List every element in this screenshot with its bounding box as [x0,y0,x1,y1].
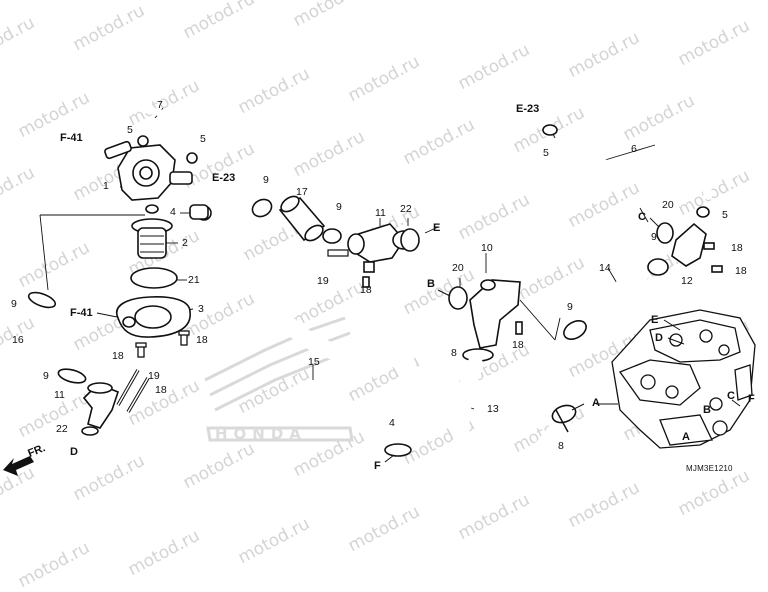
label-part-12: 12 [681,275,693,287]
ref-b-middle: B [427,278,435,290]
label-part-18-a: 18 [112,350,124,362]
label-part-19-b: 19 [317,275,329,287]
ref-f-lower: F [374,460,381,472]
hose-16 [27,291,87,384]
label-part-22-b: 22 [400,203,412,215]
label-part-8-b: 8 [558,440,564,452]
label-part-4-lower: 4 [389,417,395,429]
bolts-left [135,330,190,358]
label-part-10: 10 [481,242,493,254]
label-part-11-b: 11 [375,207,386,219]
label-part-5-c: 5 [543,147,549,159]
label-part-18-b: 18 [196,334,208,346]
ref-d-left: D [70,446,78,458]
label-part-2: 2 [182,237,188,249]
ref-e-middle: E [433,222,441,234]
water-pipe-12 [656,206,723,273]
hose-6 [542,124,713,200]
hose-7 [93,99,187,162]
label-part-19-a: 19 [148,370,160,382]
o-ring-21 [130,267,178,289]
label-part-18-f: 18 [731,242,743,254]
reference-arrows [384,289,741,463]
hose-13 [452,356,577,479]
label-part-22-a: 22 [56,423,68,435]
label-part-4: 4 [170,206,176,218]
ref-a-middle: A [592,397,600,409]
o-ring-22-middle [400,228,420,252]
ref-f41-top: F-41 [60,132,83,144]
hose-15 [203,219,428,457]
ref-e23-right: E-23 [516,103,540,115]
label-part-18-d: 18 [360,284,372,296]
label-part-17: 17 [296,186,308,198]
ref-d-engine: D [655,332,663,344]
front-direction-arrow-icon [3,456,34,476]
label-part-14: 14 [599,262,611,274]
diagram-code: MJM3E1210 [686,464,733,473]
label-part-9-d: 9 [336,201,342,213]
label-part-8-a: 8 [451,347,457,359]
label-part-13: 13 [487,403,499,415]
label-part-18-e: 18 [512,339,524,351]
label-part-3: 3 [198,303,204,315]
label-part-5-d: 5 [722,209,728,221]
label-part-7: 7 [157,99,163,111]
ref-e-engine: E [651,314,659,326]
ref-c-right: C [638,211,646,223]
label-part-9-a: 9 [11,298,17,310]
label-part-18-c: 18 [155,384,167,396]
label-part-18-g: 18 [735,265,747,277]
thermostat-cover [115,296,191,338]
ref-c-engine: C [727,390,735,402]
label-part-5-a: 5 [127,124,133,136]
water-pipe-left [81,369,150,436]
ref-f41-lower: F-41 [70,307,93,319]
ref-e23-left: E-23 [212,172,236,184]
label-part-11-a: 11 [54,389,65,401]
label-part-21: 21 [188,274,200,286]
thermostat-housing [104,135,212,221]
label-part-20-b: 20 [662,199,674,211]
label-part-9-b: 9 [43,370,49,382]
label-part-9-e: 9 [567,301,573,313]
label-part-16: 16 [12,334,24,346]
hose-17 [251,195,342,244]
thermostat [131,204,173,259]
ref-f-engine: F [748,393,755,405]
label-part-15: 15 [308,356,320,368]
label-part-20-a: 20 [452,262,464,274]
label-part-9-f: 9 [651,231,657,243]
diagram-drawing: HONDA [3,99,756,479]
label-part-1: 1 [103,180,109,192]
svg-text:HONDA: HONDA [215,425,307,443]
engine-block [611,309,756,449]
ref-a-engine: A [682,431,690,443]
label-part-9-c: 9 [263,174,269,186]
ref-b-engine: B [703,404,711,416]
brand-emblem-graphic: HONDA [204,316,354,443]
water-pipe-10 [448,279,523,362]
hose-14 [563,258,669,340]
label-part-6: 6 [631,143,637,155]
label-part-5-b: 5 [200,133,206,145]
